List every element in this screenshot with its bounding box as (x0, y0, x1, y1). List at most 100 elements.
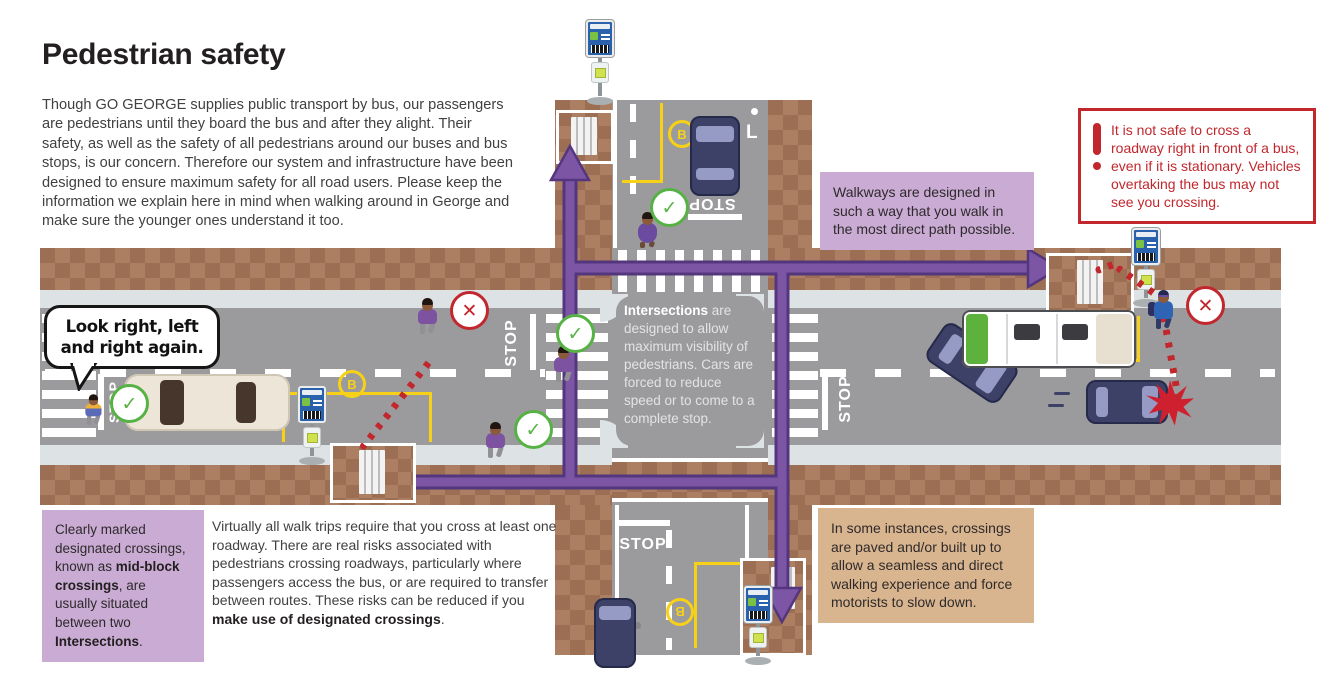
ped-body (485, 433, 505, 448)
intro-paragraph: Though GO GEORGE supplies public transpo… (42, 97, 514, 230)
ped-head (421, 298, 433, 311)
lane-line-top (630, 104, 636, 210)
walktrips-text: Virtually all walk trips require that yo… (212, 518, 557, 609)
busstop-base (587, 97, 613, 105)
center-line-right (820, 369, 1275, 377)
speed-lines (1054, 392, 1070, 395)
bus-bay-badge: B (666, 598, 694, 626)
ped-body (553, 357, 573, 372)
ped-legs (484, 445, 506, 458)
stop-line (616, 520, 670, 526)
ped-head (489, 422, 501, 435)
bus-warning-text: It is not safe to cross a roadway right … (1111, 122, 1301, 210)
zebra-crossing-east (772, 314, 818, 440)
busstop-left (298, 386, 326, 465)
midblock-text: , are usually situated between two (55, 577, 149, 630)
busstop-bin (303, 427, 321, 448)
bus-ridge (1006, 314, 1008, 364)
busstop-base (745, 657, 771, 665)
ped-body (1153, 301, 1173, 319)
bus-ridge (1056, 314, 1058, 364)
car-windshield (599, 606, 631, 620)
ped-body (84, 403, 102, 417)
ped-legs (84, 414, 103, 425)
ped-legs (416, 321, 438, 334)
walktrips-bold: make use of designated crossings (212, 610, 441, 627)
paved-crossings-text: In some instances, crossings are paved a… (831, 520, 1013, 611)
busstop-pole (598, 83, 602, 96)
stop-marking-top: STOP (688, 195, 736, 212)
pedestrian-child (84, 394, 103, 425)
busstop-bin (749, 627, 767, 648)
bus-window (1062, 324, 1088, 340)
road-edge-line (745, 505, 749, 560)
sidewalk-col-top-right (768, 100, 812, 248)
car-rear-window (696, 168, 734, 180)
backpack (1148, 302, 1156, 316)
midblock-bold: Intersections (55, 633, 140, 649)
crossing-texture (771, 567, 795, 609)
car-rear-window (236, 382, 256, 423)
parked-car-top (690, 116, 740, 196)
bus-bay-line (622, 180, 663, 183)
busstop-base (299, 457, 325, 465)
bus-bay-badge: B (338, 370, 366, 398)
walktrips-text: . (440, 610, 445, 627)
intersections-callout-bold: Intersections (624, 303, 709, 318)
crossing-texture (571, 117, 597, 155)
paved-crossing-south (612, 458, 768, 502)
bus-warning-callout: It is not safe to cross a roadway right … (1078, 108, 1316, 224)
busstop-sign (744, 586, 772, 623)
busstop-sign (586, 20, 614, 57)
bus-bay-line (660, 103, 663, 183)
walkways-text: Walkways are designed in such a way that… (833, 184, 1016, 238)
stop-line (98, 374, 104, 430)
ped-legs (552, 369, 574, 382)
crossing-texture (359, 450, 385, 494)
bus-rear (1096, 314, 1132, 364)
intersections-callout-rest: are designed to allow maximum visibility… (624, 303, 755, 426)
busstop-pole (756, 623, 760, 627)
busstop-pole (310, 448, 314, 456)
midblock-bold: mid-block crossings (55, 559, 180, 593)
busstop-sign (1132, 228, 1160, 265)
midblock-text: . (139, 633, 143, 649)
busstop-base (1133, 299, 1159, 307)
bus-window (1014, 324, 1040, 340)
ped-body (417, 309, 437, 324)
bus-bay-line (1137, 316, 1140, 362)
busstop-pole (1144, 265, 1148, 269)
check-icon: ✓ (650, 188, 689, 227)
midblock-crossing-top-right (1046, 253, 1134, 313)
busstop-pole (310, 423, 314, 427)
ped-head (1157, 290, 1169, 303)
stop-marking-west: STOP (503, 319, 520, 367)
stop-line (530, 314, 536, 370)
check-icon: ✓ (556, 314, 595, 353)
exclamation-icon (1093, 121, 1101, 211)
midblock-text: Clearly marked designated crossings, kno… (55, 522, 186, 575)
speech-bubble-tail (70, 363, 98, 391)
busstop-right (1132, 228, 1160, 307)
check-icon: ✓ (110, 384, 149, 423)
car-overtaking-bus (1086, 380, 1168, 424)
cross-icon: ✕ (1186, 286, 1225, 325)
busstop-pole (756, 648, 760, 656)
loading-zone-marking: L (746, 122, 758, 143)
bus-bay-line (694, 562, 742, 565)
stop-marking-right: STOP (837, 375, 854, 423)
car-rear-window (1096, 387, 1108, 417)
road-dot (751, 108, 758, 115)
busstop-sign (298, 386, 326, 423)
road-dot (634, 622, 641, 629)
check-icon: ✓ (514, 410, 553, 449)
zebra-crossing-north (618, 250, 762, 292)
page-title: Pedestrian safety (42, 38, 286, 71)
cross-icon: ✕ (450, 291, 489, 330)
pedestrian-jaywalker (416, 298, 438, 334)
go-george-bus (962, 310, 1136, 368)
center-line-left (45, 369, 545, 377)
busstop-pole (1144, 290, 1148, 298)
pedestrian-sidewalk (484, 422, 506, 458)
